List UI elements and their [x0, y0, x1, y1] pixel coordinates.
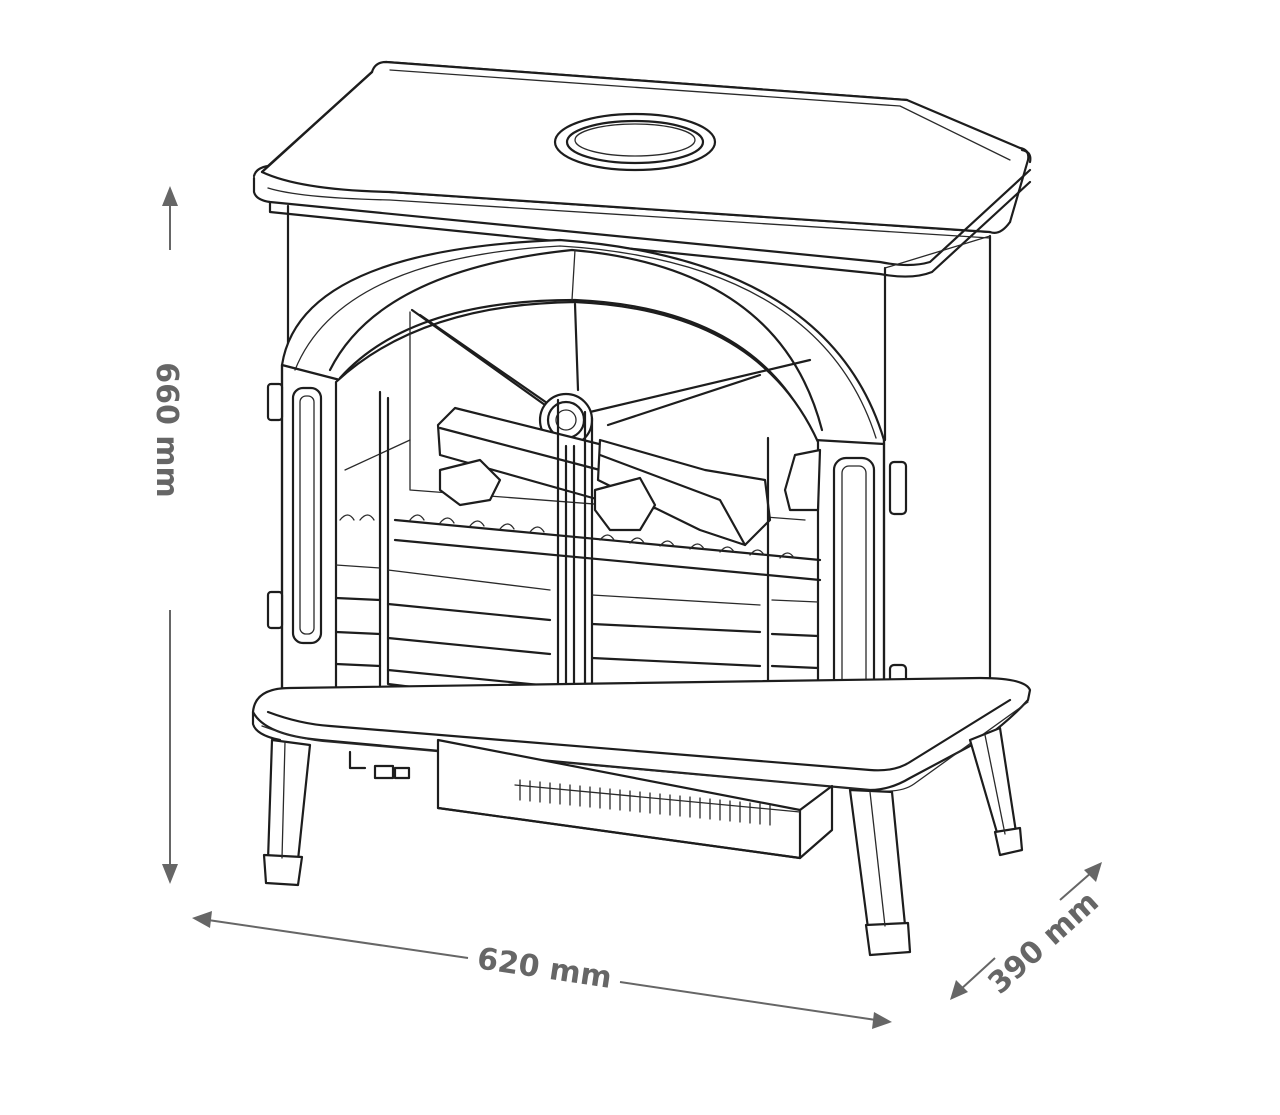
- firebox-window: [334, 300, 820, 712]
- depth-label: 390 mm: [982, 885, 1106, 1002]
- stove-top: [252, 60, 1032, 278]
- side-vents: [291, 386, 876, 718]
- depth-dimension: [950, 862, 1102, 1000]
- stove-base: [251, 676, 1032, 792]
- width-dimension: [192, 911, 892, 1029]
- height-label: 660 mm: [149, 362, 184, 498]
- log-set: [339, 406, 822, 582]
- stove-body: [286, 204, 992, 692]
- heater-unit: [348, 738, 834, 860]
- legs: [262, 726, 1024, 957]
- height-dimension: [162, 186, 178, 884]
- width-label: 620 mm: [475, 941, 614, 996]
